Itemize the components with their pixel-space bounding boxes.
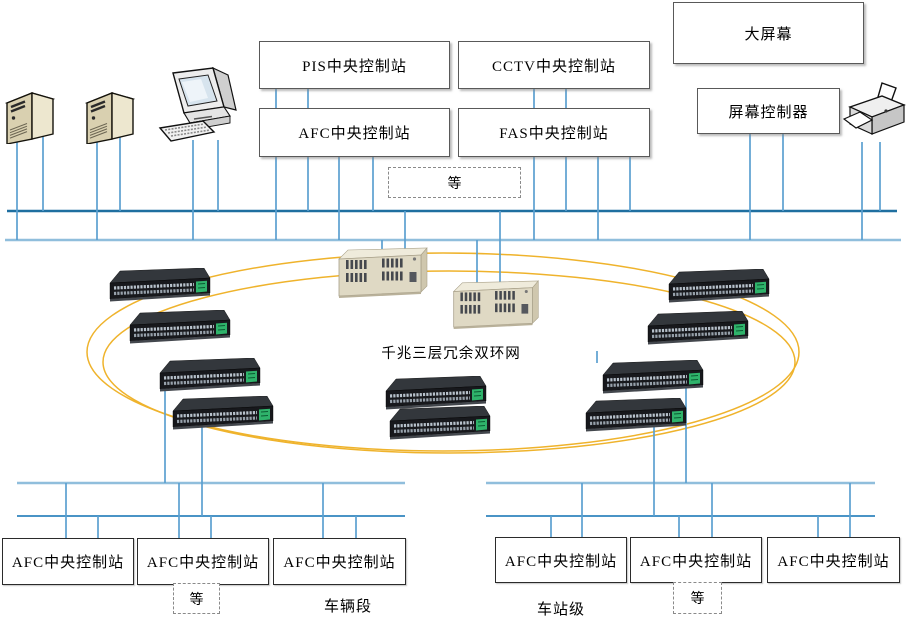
top-bus-lines [5, 209, 901, 242]
node-afc-station: AFC中央控制站 [630, 537, 762, 583]
tower-server-icon [5, 82, 55, 144]
core-switch-icon [450, 279, 542, 329]
etc-placeholder-top: 等 [388, 167, 521, 198]
etc-label: 等 [690, 592, 705, 607]
node-afc-station: AFC中央控制站 [767, 537, 900, 583]
ethernet-switch-icon [582, 398, 688, 432]
dual-ring-network [86, 252, 800, 454]
ethernet-switch-icon [169, 396, 275, 430]
ethernet-switch-icon [386, 406, 492, 440]
node-fas-central-control: FAS中央控制站 [458, 108, 650, 157]
etc-label: 等 [189, 592, 204, 608]
node-afc-station: AFC中央控制站 [2, 538, 134, 585]
ethernet-switch-icon [156, 358, 262, 392]
ring-network-label: 千兆三层冗余双环网 [381, 346, 521, 362]
ethernet-switch-icon [382, 376, 488, 410]
ring-outer [86, 252, 800, 452]
node-label: PIS中央控制站 [302, 58, 407, 75]
ethernet-switch-icon [126, 310, 232, 344]
ethernet-switch-icon [665, 269, 771, 303]
node-afc-station: AFC中央控制站 [137, 538, 269, 585]
node-label: CCTV中央控制站 [491, 58, 616, 75]
node-pis-central-control: PIS中央控制站 [259, 41, 450, 89]
desktop-computer-icon [156, 66, 246, 150]
ring-inner [102, 270, 796, 454]
node-label: 大屏幕 [744, 26, 793, 43]
printer-icon [842, 82, 908, 150]
node-screen-controller: 屏幕控制器 [697, 88, 840, 134]
node-label: AFC中央控制站 [283, 555, 396, 571]
node-afc-station: AFC中央控制站 [273, 538, 406, 585]
etc-placeholder-bottom-right: 等 [673, 582, 722, 614]
ethernet-switch-icon [106, 268, 212, 302]
device-connection-lines [16, 87, 881, 538]
node-label: AFC中央控制站 [777, 553, 890, 570]
node-afc-central-control: AFC中央控制站 [259, 108, 450, 157]
node-label: FAS中央控制站 [499, 126, 609, 142]
etc-placeholder-bottom-left: 等 [173, 583, 220, 614]
ethernet-switch-icon [644, 311, 750, 345]
node-afc-station: AFC中央控制站 [495, 537, 627, 583]
tower-server-icon [85, 82, 135, 144]
node-label: AFC中央控制站 [146, 555, 260, 571]
bottom-bus-lines [17, 481, 875, 517]
node-label: AFC中央控制站 [504, 553, 618, 570]
node-label: AFC中央控制站 [11, 555, 125, 571]
node-label: AFC中央控制站 [298, 126, 411, 142]
depot-area-label: 车辆段 [323, 599, 372, 615]
node-label: AFC中央控制站 [639, 553, 753, 570]
ethernet-switch-icon [599, 360, 705, 394]
node-big-screen: 大屏幕 [673, 2, 864, 64]
etc-label: 等 [447, 176, 462, 192]
node-label: 屏幕控制器 [728, 104, 809, 121]
core-switch-icon [336, 246, 430, 298]
node-cctv-central-control: CCTV中央控制站 [458, 41, 650, 89]
station-area-label: 车站级 [536, 602, 585, 618]
